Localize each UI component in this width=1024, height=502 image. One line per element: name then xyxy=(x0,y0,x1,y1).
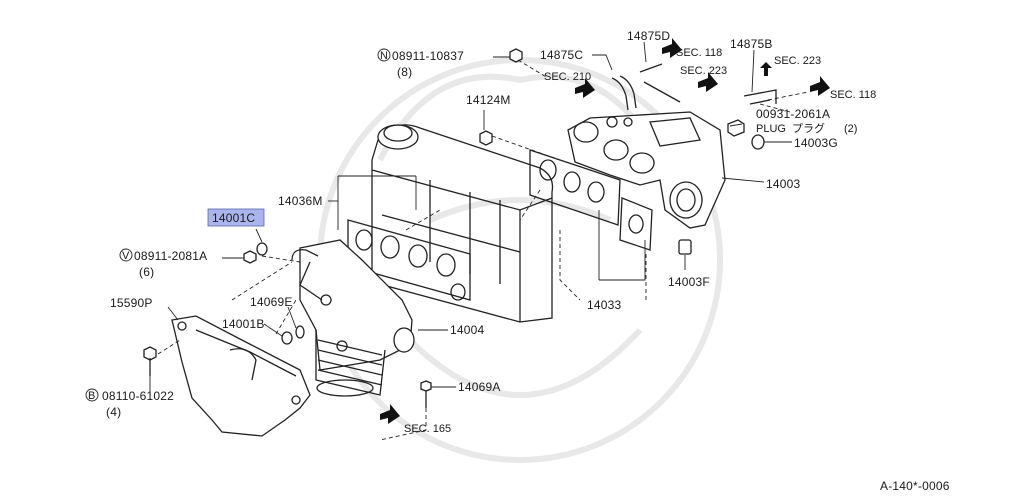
label-14124M[interactable]: 14124M xyxy=(466,93,511,107)
label-14003G[interactable]: 14003G xyxy=(794,136,838,150)
label-14033[interactable]: 14033 xyxy=(587,298,621,312)
dashed-alignment-lines xyxy=(157,59,809,441)
qty-08911-10837: (8) xyxy=(397,65,412,79)
label-14001C[interactable]: 14001C xyxy=(212,211,255,225)
exhaust-manifold xyxy=(291,239,415,397)
label-sec-210[interactable]: SEC. 210 xyxy=(544,71,591,83)
label-sec-118-a[interactable]: SEC. 118 xyxy=(676,47,722,59)
intake-manifold xyxy=(567,111,726,229)
label-14004[interactable]: 14004 xyxy=(450,323,484,337)
label-14003[interactable]: 14003 xyxy=(766,177,800,191)
label-14001B[interactable]: 14001B xyxy=(222,317,265,331)
label-14036M[interactable]: 14036M xyxy=(278,194,323,208)
part-labels: N 08911-10837 (8) 14875C 14875D SEC. 118… xyxy=(85,29,950,493)
label-plug-jp: プラグ xyxy=(792,121,825,135)
leader-lines xyxy=(149,41,792,394)
label-sec-223-b[interactable]: SEC. 223 xyxy=(774,55,821,67)
symbol-n-1: N xyxy=(380,50,388,62)
label-sec-165[interactable]: SEC. 165 xyxy=(404,423,451,435)
qty-plug: (2) xyxy=(844,123,857,135)
diagram-code: A-140*-0006 xyxy=(880,479,950,493)
hoses xyxy=(611,63,777,111)
section-arrows xyxy=(380,38,830,424)
qty-08911-2081A: (6) xyxy=(139,265,154,279)
label-08911-2081A[interactable]: 08911-2081A xyxy=(134,249,207,263)
heat-shield xyxy=(171,315,311,437)
label-08110-61022[interactable]: 08110-61022 xyxy=(102,389,174,403)
label-sec-118-b[interactable]: SEC. 118 xyxy=(830,89,876,101)
qty-08110-61022: (4) xyxy=(106,405,121,419)
symbol-b: B xyxy=(88,390,95,402)
label-08911-10837[interactable]: 08911-10837 xyxy=(392,49,464,63)
label-14875D[interactable]: 14875D xyxy=(627,29,670,43)
label-14069E[interactable]: 14069E xyxy=(250,295,293,309)
label-plug: PLUG xyxy=(756,123,786,135)
label-14875B[interactable]: 14875B xyxy=(730,37,773,51)
label-14069A[interactable]: 14069A xyxy=(458,380,501,394)
symbol-v: V xyxy=(122,250,130,262)
label-14875C[interactable]: 14875C xyxy=(540,48,583,62)
highlighted-part-box xyxy=(207,208,265,227)
intake-gasket xyxy=(529,149,653,251)
label-00931-2061A[interactable]: 00931-2061A xyxy=(756,107,830,121)
label-sec-223-a[interactable]: SEC. 223 xyxy=(680,65,727,77)
label-14003F[interactable]: 14003F xyxy=(668,275,710,289)
cylinder-head xyxy=(371,124,554,323)
label-15590P[interactable]: 15590P xyxy=(110,296,153,310)
